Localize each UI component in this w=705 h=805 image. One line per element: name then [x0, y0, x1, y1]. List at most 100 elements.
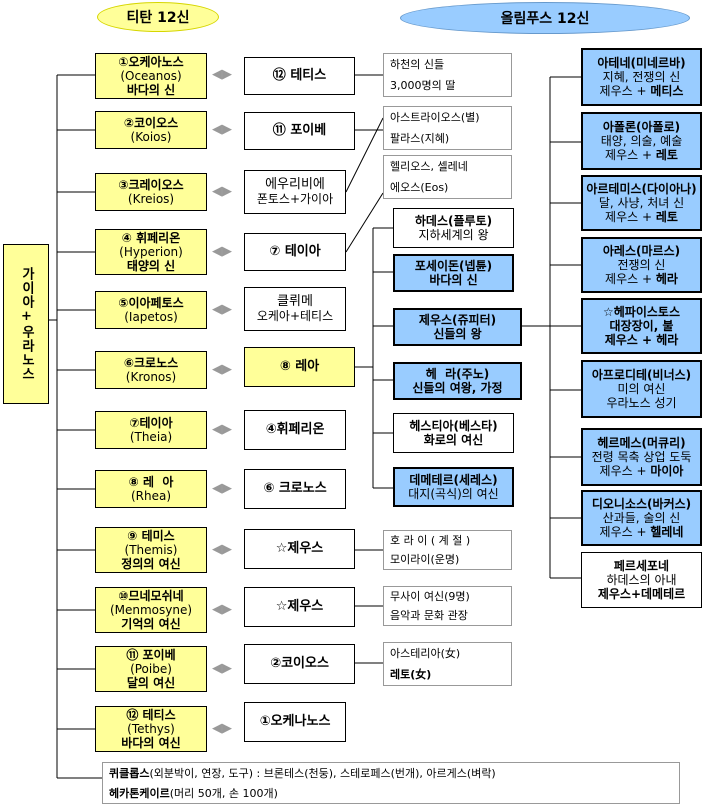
child-hestia: 헤스티아(베스타) 화로의 여신: [393, 413, 514, 453]
titan-role: 정의의 여신: [121, 557, 181, 571]
marriage-arrow: ◀▶: [212, 422, 232, 437]
titan-role: 기억의 여신: [121, 617, 181, 631]
titan-latin: (Theia): [129, 430, 173, 444]
child-role: 대지(곡식)의 여신: [408, 487, 499, 501]
olympian-ares: 아레스(마르스) 전쟁의 신 제우스 + 헤라: [581, 237, 702, 293]
titan-mnemosyne: ⑩므네모쉬네 (Menmosyne) 기억의 여신: [95, 587, 207, 633]
child-role: 신들의 여왕, 가정: [412, 381, 503, 395]
spouse-name: ⑥ 크로노스: [263, 481, 327, 496]
spouse-name: ⑪ 포이베: [272, 123, 327, 138]
spouse-name: ⑧ 레아: [279, 359, 320, 374]
olympian-parents: 제우스 + 레토: [605, 148, 678, 162]
spouse-oceanos: ①오케나노스: [244, 702, 346, 742]
spouse-kronos: ⑥ 크로노스: [244, 469, 346, 509]
child-role: 바다의 신: [429, 273, 478, 287]
child-poseidon: 포세이돈(넵튠) 바다의 신: [393, 254, 514, 292]
titan-phoebe: ⑪ 포이베 (Poibe) 달의 여신: [95, 646, 207, 692]
marriage-arrow: ◀▶: [212, 602, 232, 617]
olympus-header-label: 올림푸스 12신: [500, 11, 590, 27]
titan-header-label: 티탄 12신: [126, 10, 190, 26]
titan-oceanos: ①오케아노스 (Oceanos) 바다의 신: [95, 53, 207, 99]
children-line: 헬리오스, 셀레네: [390, 160, 468, 173]
marriage-arrow: ◀▶: [212, 184, 232, 199]
titan-name: ⑨ 테미스: [127, 529, 175, 543]
children-line: 아스트라이오스(별): [390, 111, 480, 124]
children-line: 모이라이(운명): [390, 553, 460, 566]
titan-hyperion: ④ 휘페리온 (Hyperion) 태양의 신: [95, 229, 207, 275]
titan-koios: ②코이오스 (Koios): [95, 111, 207, 149]
spouse-name: ④휘페리온: [265, 422, 325, 437]
olympian-role: 산과들, 술의 신: [602, 511, 681, 525]
spouse-name: ☆제우스: [275, 541, 324, 556]
titan-latin: (Tethys): [127, 722, 175, 736]
olympian-parents: 제우스+데메테르: [597, 587, 686, 601]
marriage-arrow: ◀▶: [212, 122, 232, 137]
spouse-name: 에우리비에: [265, 177, 325, 192]
spouse-phoebe: ⑪ 포이베: [244, 112, 355, 150]
child-zeus: 제우스(쥬피터) 신들의 왕: [393, 308, 522, 346]
spouse-eurybia: 에우리비에 폰토스+가이아: [244, 170, 346, 214]
spouse-clymene: 클뤼메 오케아+테티스: [244, 287, 346, 331]
titan-themis: ⑨ 테미스 (Themis) 정의의 여신: [95, 527, 207, 573]
titan-role: 바다의 신: [126, 83, 176, 97]
children-line: 에오스(Eos): [390, 181, 449, 194]
olympian-parents: 제우스 + 레토: [605, 210, 678, 224]
titan-name: ⑥크로노스: [123, 356, 179, 370]
titan-latin: (Hyperion): [119, 245, 183, 259]
titan-iapetos: ⑤이아페토스 (Iapetos): [95, 291, 207, 329]
children-line: 음악과 문화 관장: [390, 609, 468, 622]
olympian-hephaestus: ☆헤파이스토스 대장장이, 불 제우스 + 헤라: [581, 298, 702, 354]
titan-name: ①오케아노스: [118, 55, 184, 69]
child-demeter: 데메테르(세레스) 대지(곡식)의 여신: [393, 467, 514, 507]
marriage-arrow: ◀▶: [212, 661, 232, 676]
children-koios-phoebe: 아스테리아(女) 레토(女): [383, 642, 512, 686]
spouse-rhea: ⑧ 레아: [244, 347, 355, 387]
child-role: 지하세계의 왕: [418, 228, 489, 242]
olympian-parents: 제우스 + 헤라: [604, 333, 679, 347]
titan-header: 티탄 12신: [97, 2, 219, 32]
olympian-role: 하데스의 아내: [606, 573, 677, 587]
children-line: 하천의 신들: [390, 58, 445, 71]
titan-name: ⑧ 레 아: [128, 475, 174, 489]
olympian-persephone: 페르세포네 하데스의 아내 제우스+데메테르: [581, 552, 702, 608]
children-koios: 아스트라이오스(별) 팔라스(지혜): [383, 106, 512, 150]
children-line: 레토(女): [390, 668, 432, 681]
titan-name: ⑤이아페토스: [118, 296, 184, 310]
marriage-arrow: ◀▶: [212, 362, 232, 377]
olympian-role: 달, 사냥, 처녀 신: [598, 196, 685, 210]
footer-hecatoncheires: 헤카톤케이르(머리 50개, 손 100개): [109, 786, 278, 800]
child-hera: 헤 라(주노) 신들의 여왕, 가정: [393, 362, 522, 400]
marriage-arrow: ◀▶: [212, 542, 232, 557]
spouse-parents: 오케아+테티스: [256, 309, 334, 323]
child-name: 제우스(쥬피터): [418, 313, 497, 327]
olympian-name: 아폴론(아폴로): [602, 120, 681, 134]
titan-latin: (Kronos): [125, 370, 177, 384]
titan-latin: (Kreios): [127, 192, 175, 206]
titan-name: ⑫ 테티스: [126, 708, 176, 722]
titan-role: 달의 여신: [126, 676, 176, 690]
titan-latin: (Themis): [124, 543, 178, 557]
olympian-name: 헤르메스(머큐리): [597, 436, 686, 450]
footer-note: 퀴클롭스(외분박이, 연장, 도구) : 브론테스(천둥), 스테로페스(번개)…: [102, 762, 680, 804]
olympian-role: 지혜, 전쟁의 신: [602, 70, 681, 84]
titan-name: ③크레이오스: [118, 178, 184, 192]
olympian-aphrodite: 아프로디테(비너스) 미의 여신 우라노스 성기: [581, 360, 702, 418]
children-line: 무사이 여신(9명): [390, 590, 470, 603]
children-hyperion: 헬리오스, 셀레네 에오스(Eos): [383, 155, 512, 199]
olympian-dionysus: 디오니소스(바커스) 산과들, 술의 신 제우스 + 헬레네: [581, 490, 702, 546]
spouse-name: ②코이오스: [270, 656, 329, 671]
olympian-parents: 제우스 + 마이아: [599, 464, 684, 478]
titan-role: 태양의 신: [126, 259, 176, 273]
child-name: 포세이돈(넵튠): [414, 259, 493, 273]
olympian-name: ☆헤파이스토스: [603, 305, 680, 319]
olympian-name: 디오니소스(바커스): [591, 497, 692, 511]
child-hades: 하데스(플루토) 지하세계의 왕: [393, 208, 514, 248]
olympian-role: 대장장이, 불: [609, 319, 674, 333]
spouse-koios: ②코이오스: [244, 644, 355, 684]
marriage-arrow: ◀▶: [212, 721, 232, 736]
children-mnemosyne: 무사이 여신(9명) 음악과 문화 관장: [383, 586, 512, 626]
titan-latin: (Rhea): [130, 489, 172, 503]
marriage-arrow: ◀▶: [212, 244, 232, 259]
child-name: 하데스(플루토): [414, 214, 493, 228]
